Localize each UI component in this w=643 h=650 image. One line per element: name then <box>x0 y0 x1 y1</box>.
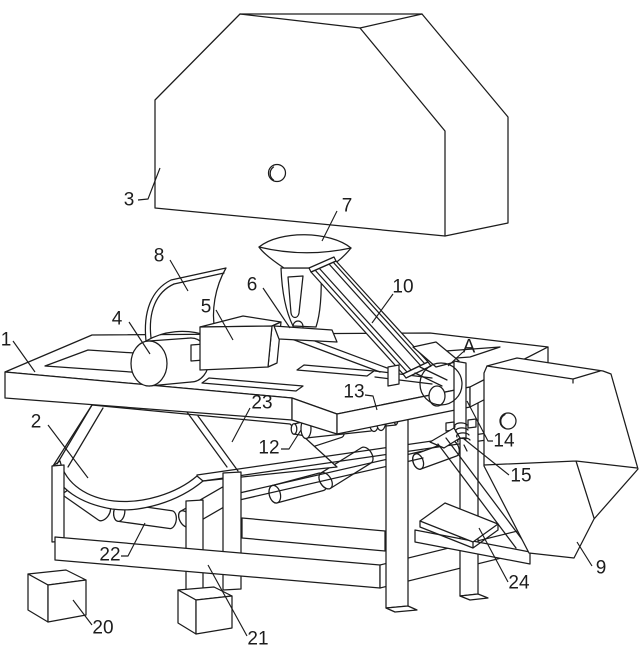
foot-block <box>177 586 233 635</box>
discharge-assembly <box>412 341 639 559</box>
hood-hole <box>267 163 287 183</box>
leader-line-24 <box>478 527 509 583</box>
table-cutout <box>201 377 304 392</box>
foot-block <box>27 569 87 623</box>
scraper-plate <box>453 360 467 440</box>
guide-wheel <box>428 385 446 407</box>
callout-label-2: 2 <box>31 412 42 433</box>
leader-line-9 <box>576 541 593 567</box>
leader-line-6 <box>262 287 291 329</box>
curved-guard-plate <box>144 267 227 342</box>
drive-motor <box>130 337 210 387</box>
nut-block <box>467 418 477 429</box>
detail-circle-A <box>419 362 463 406</box>
callout-label-21: 21 <box>247 629 268 650</box>
callout-label-A: A <box>463 337 476 358</box>
mount-shelf <box>419 502 499 549</box>
post-base <box>385 605 418 613</box>
callout-label-4: 4 <box>112 309 123 330</box>
callout-label-9: 9 <box>596 558 607 579</box>
callout-label-15: 15 <box>510 466 531 487</box>
leader-line-20 <box>72 599 93 626</box>
post <box>51 464 65 543</box>
leader-line-13 <box>364 394 378 411</box>
leader-line-22 <box>121 522 146 557</box>
clamp-bracket <box>412 341 460 368</box>
callout-label-10: 10 <box>392 277 413 298</box>
callout-label-8: 8 <box>154 246 165 267</box>
chute-hole <box>499 412 517 430</box>
callout-label-6: 6 <box>247 275 258 296</box>
hopper-mount <box>273 325 338 343</box>
leader-line-10 <box>371 293 394 324</box>
leader-line-3 <box>137 167 161 201</box>
post-base <box>459 593 489 601</box>
leader-line-4 <box>128 321 151 355</box>
leader-line-21 <box>207 564 248 637</box>
inclined-chute <box>308 256 432 387</box>
callout-label-23: 23 <box>251 393 272 414</box>
callout-label-20: 20 <box>92 618 113 639</box>
support-roller <box>412 440 460 470</box>
leader-line-7 <box>321 210 338 242</box>
callout-label-5: 5 <box>201 297 212 318</box>
callout-label-12: 12 <box>258 438 279 459</box>
leader-line-12 <box>281 429 302 450</box>
support-brace <box>437 437 525 549</box>
cross-beam <box>241 517 386 552</box>
leader-line-14 <box>466 400 493 442</box>
callout-label-22: 22 <box>99 545 120 566</box>
callout-label-24: 24 <box>508 573 530 594</box>
table-components <box>130 234 432 387</box>
leader-line-2 <box>47 424 89 479</box>
callout-label-3: 3 <box>124 190 135 211</box>
adjust-spring <box>454 422 471 452</box>
hood-cover <box>154 13 509 237</box>
callout-label-7: 7 <box>342 196 353 217</box>
callout-label-14: 14 <box>493 431 515 452</box>
leader-line-1 <box>12 340 36 373</box>
leader-line-15 <box>463 438 510 476</box>
table-cutout <box>296 364 375 377</box>
leader-line-A <box>447 351 464 367</box>
leader-line-5 <box>215 309 234 341</box>
callout-label-1: 1 <box>1 330 12 351</box>
leader-line-8 <box>169 259 189 292</box>
leader-line-23 <box>231 407 251 443</box>
post <box>185 499 204 593</box>
callout-label-13: 13 <box>343 382 364 403</box>
discharge-chute <box>483 357 639 559</box>
gearbox <box>199 315 282 371</box>
